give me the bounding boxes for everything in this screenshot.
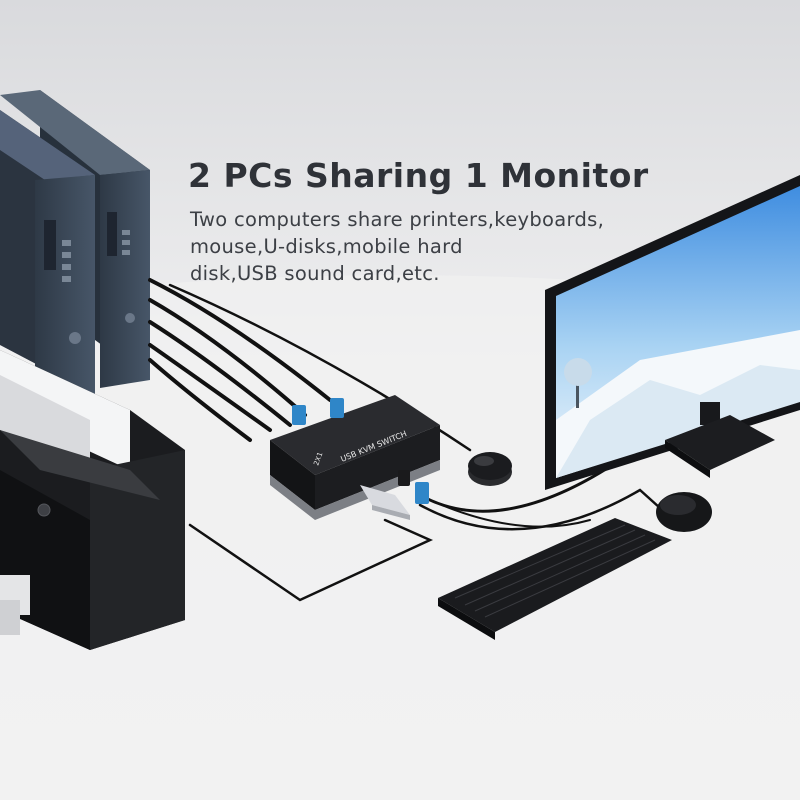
pc-tower-icon xyxy=(0,90,150,395)
mouse-icon xyxy=(656,492,712,532)
subtext-line: mouse,U-disks,mobile hard xyxy=(190,235,463,258)
remote-switch-button-icon xyxy=(468,452,512,486)
subtext: Two computers share printers,keyboards, … xyxy=(190,206,630,287)
subtext-line: disk,USB sound card,etc. xyxy=(190,262,440,285)
usb-stick-icon xyxy=(360,485,410,520)
keyboard-icon xyxy=(438,518,672,640)
cables xyxy=(148,278,662,602)
headline: 2 PCs Sharing 1 Monitor xyxy=(188,156,649,195)
monitor-icon xyxy=(545,175,800,490)
kvm-switch-icon: USB KVM SWITCH 2X1 xyxy=(270,395,440,520)
subtext-line: Two computers share printers,keyboards, xyxy=(190,208,605,231)
printer-icon xyxy=(0,350,185,650)
